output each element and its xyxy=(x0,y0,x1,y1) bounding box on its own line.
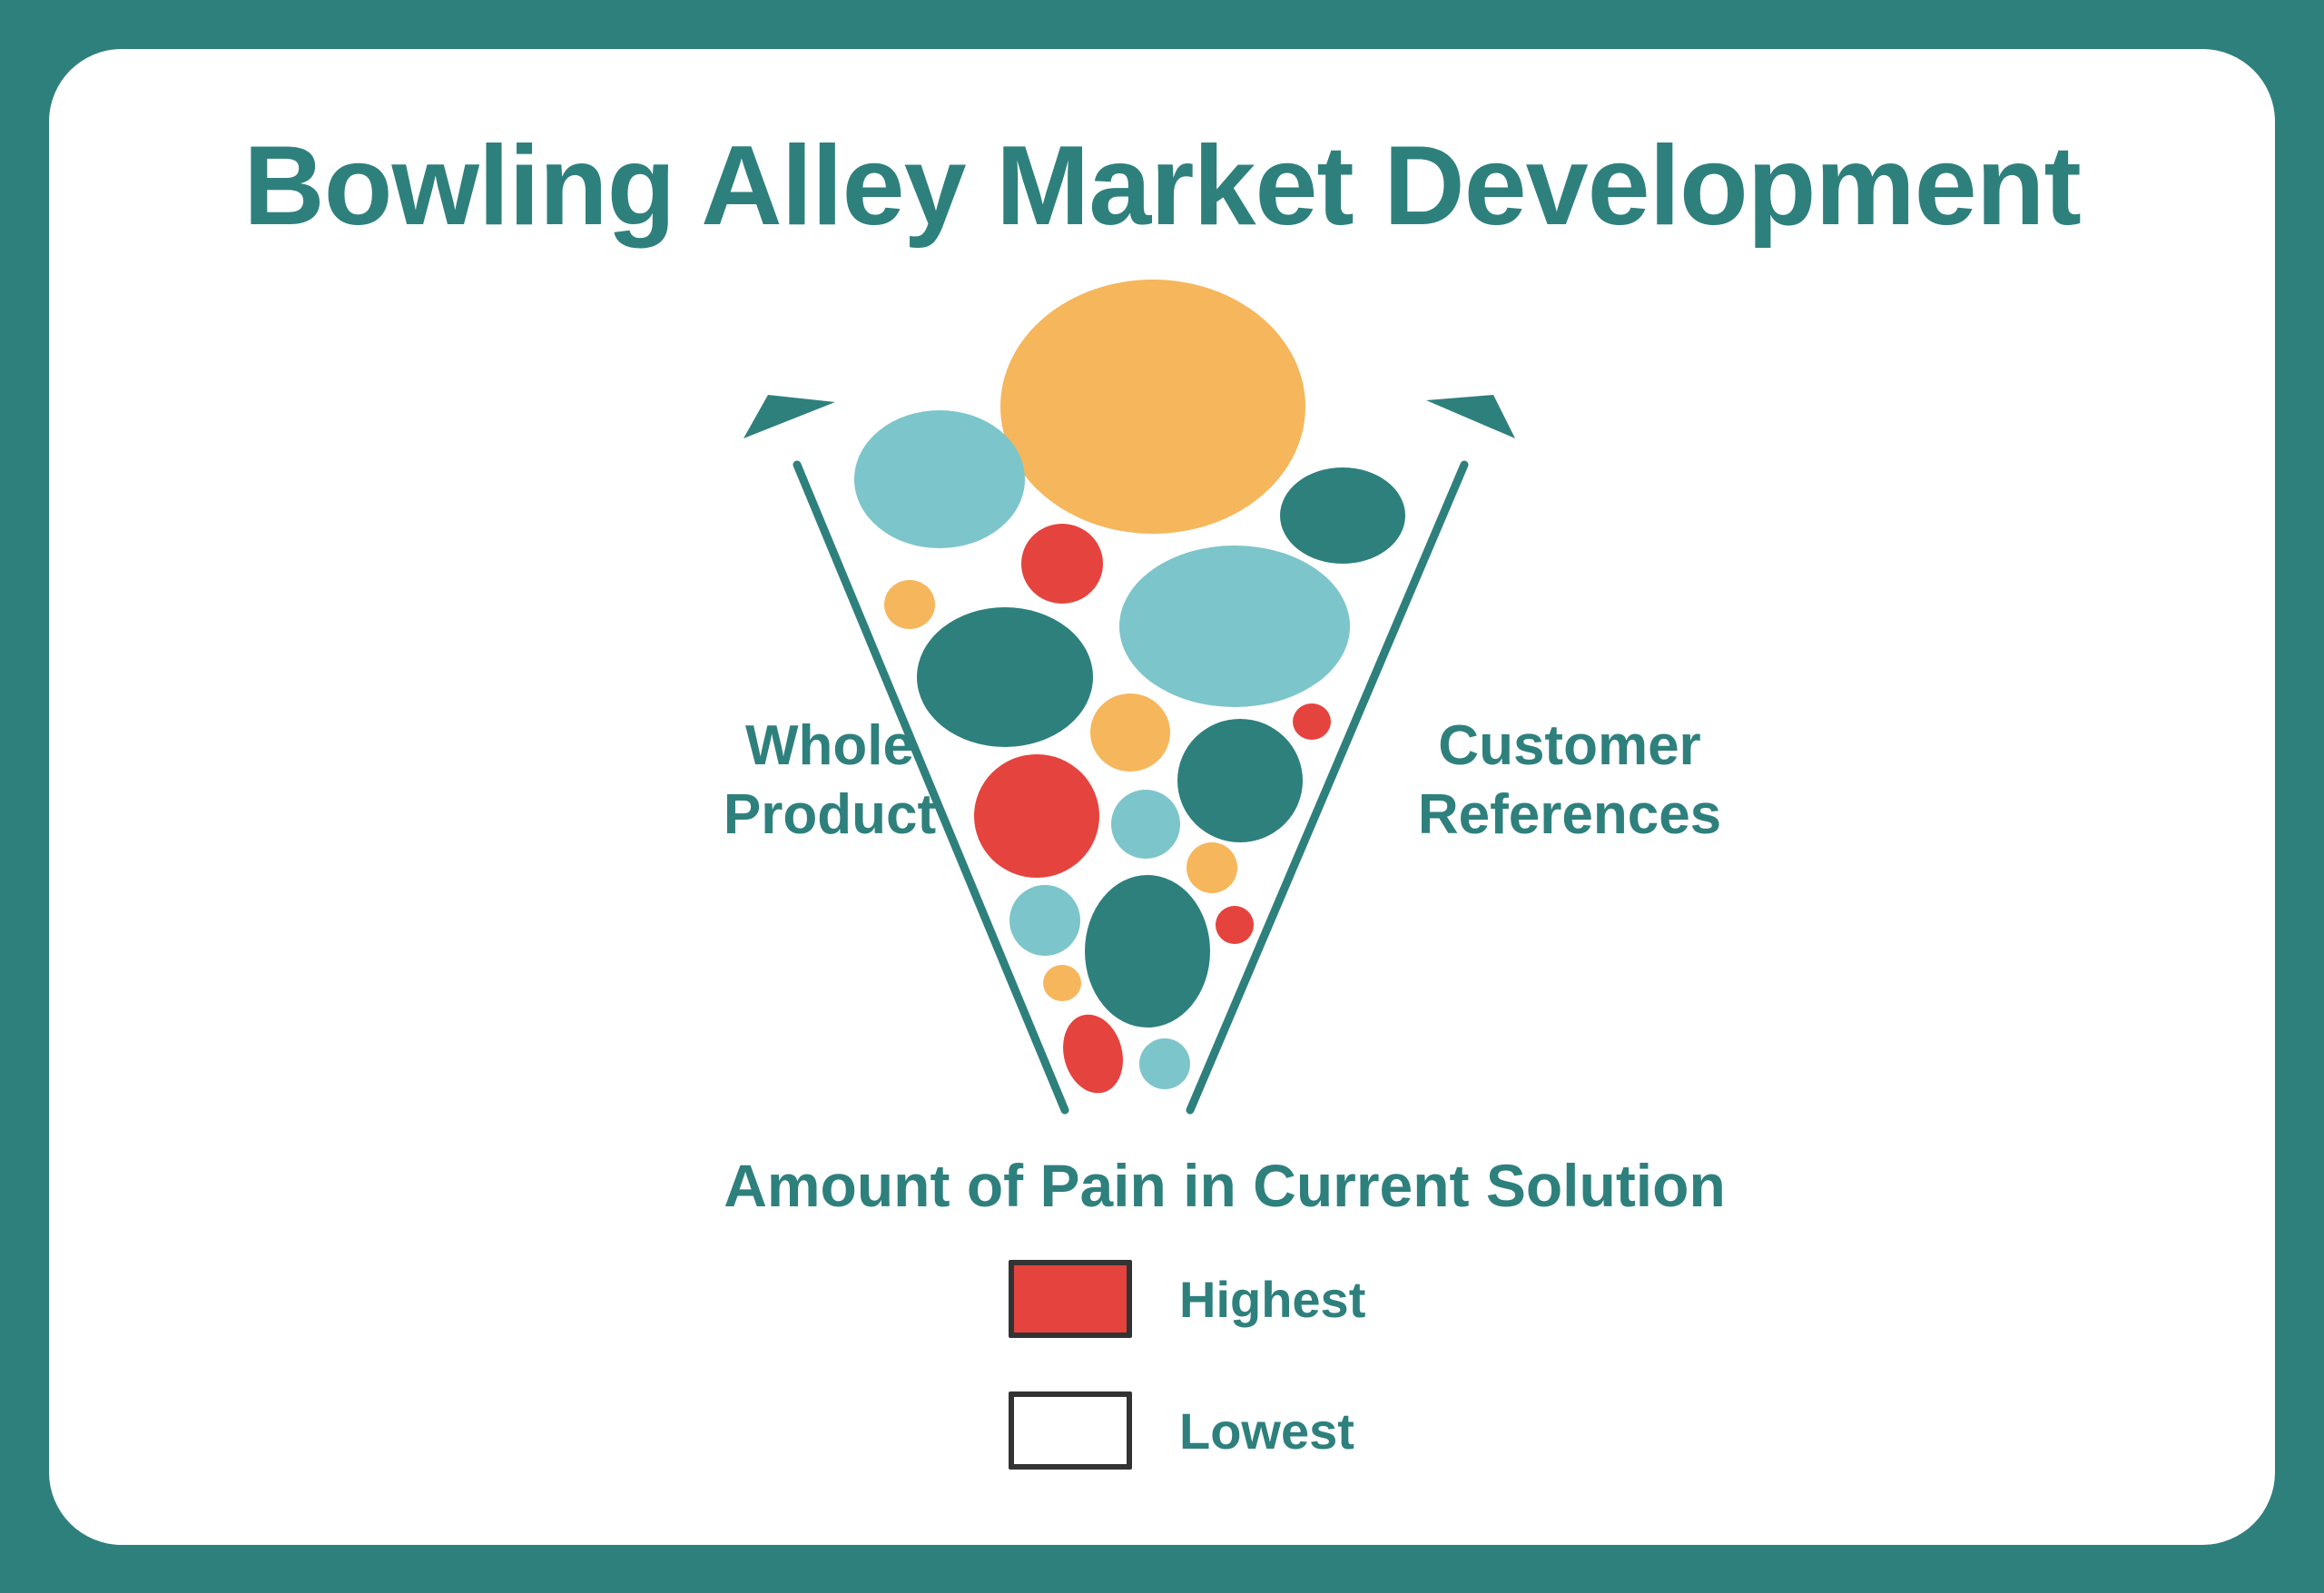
segment-ball xyxy=(1280,467,1405,564)
segment-ball xyxy=(1085,875,1210,1028)
segment-ball xyxy=(1000,280,1305,534)
market-segments xyxy=(854,280,1405,1094)
segment-ball xyxy=(1293,703,1331,740)
segment-ball xyxy=(917,607,1093,747)
segment-ball xyxy=(1177,719,1303,842)
legend-item-highest: Highest xyxy=(1009,1260,1365,1338)
whole-product-label: Whole Product xyxy=(630,712,1029,849)
segment-ball xyxy=(1119,546,1350,707)
legend-label-lowest: Lowest xyxy=(1179,1401,1354,1460)
segment-ball xyxy=(1187,842,1237,893)
segment-ball xyxy=(1111,790,1180,859)
segment-ball xyxy=(1090,693,1170,772)
whole-product-arrow xyxy=(743,395,1069,1115)
segment-ball xyxy=(1021,524,1103,604)
legend-swatch-lowest xyxy=(1009,1391,1132,1470)
page-title: Bowling Alley Market Development xyxy=(243,123,2082,249)
card: Bowling Alley Market Development xyxy=(49,49,2275,1545)
legend-label-highest: Highest xyxy=(1179,1270,1366,1328)
segment-ball xyxy=(1063,1014,1123,1094)
segment-ball xyxy=(1139,1038,1190,1089)
segment-ball xyxy=(1043,965,1081,1001)
whole-product-label-line1: Whole xyxy=(745,714,914,777)
legend-item-lowest: Lowest xyxy=(1009,1391,1354,1470)
segment-ball xyxy=(884,580,935,629)
whole-product-label-line2: Product xyxy=(723,782,937,846)
legend-swatch-highest xyxy=(1009,1260,1132,1338)
customer-references-label-line2: References xyxy=(1417,782,1722,846)
segment-ball xyxy=(1009,885,1080,956)
customer-references-label-line1: Customer xyxy=(1438,714,1701,777)
pain-axis-label: Amount of Pain in Current Solution xyxy=(724,1152,1726,1219)
segment-ball xyxy=(1216,906,1254,944)
bowling-alley-diagram xyxy=(743,280,1515,1115)
segment-ball xyxy=(854,410,1025,548)
segment-ball xyxy=(974,754,1099,878)
customer-references-label: Customer References xyxy=(1315,712,1824,849)
customer-references-arrow xyxy=(1186,395,1515,1115)
